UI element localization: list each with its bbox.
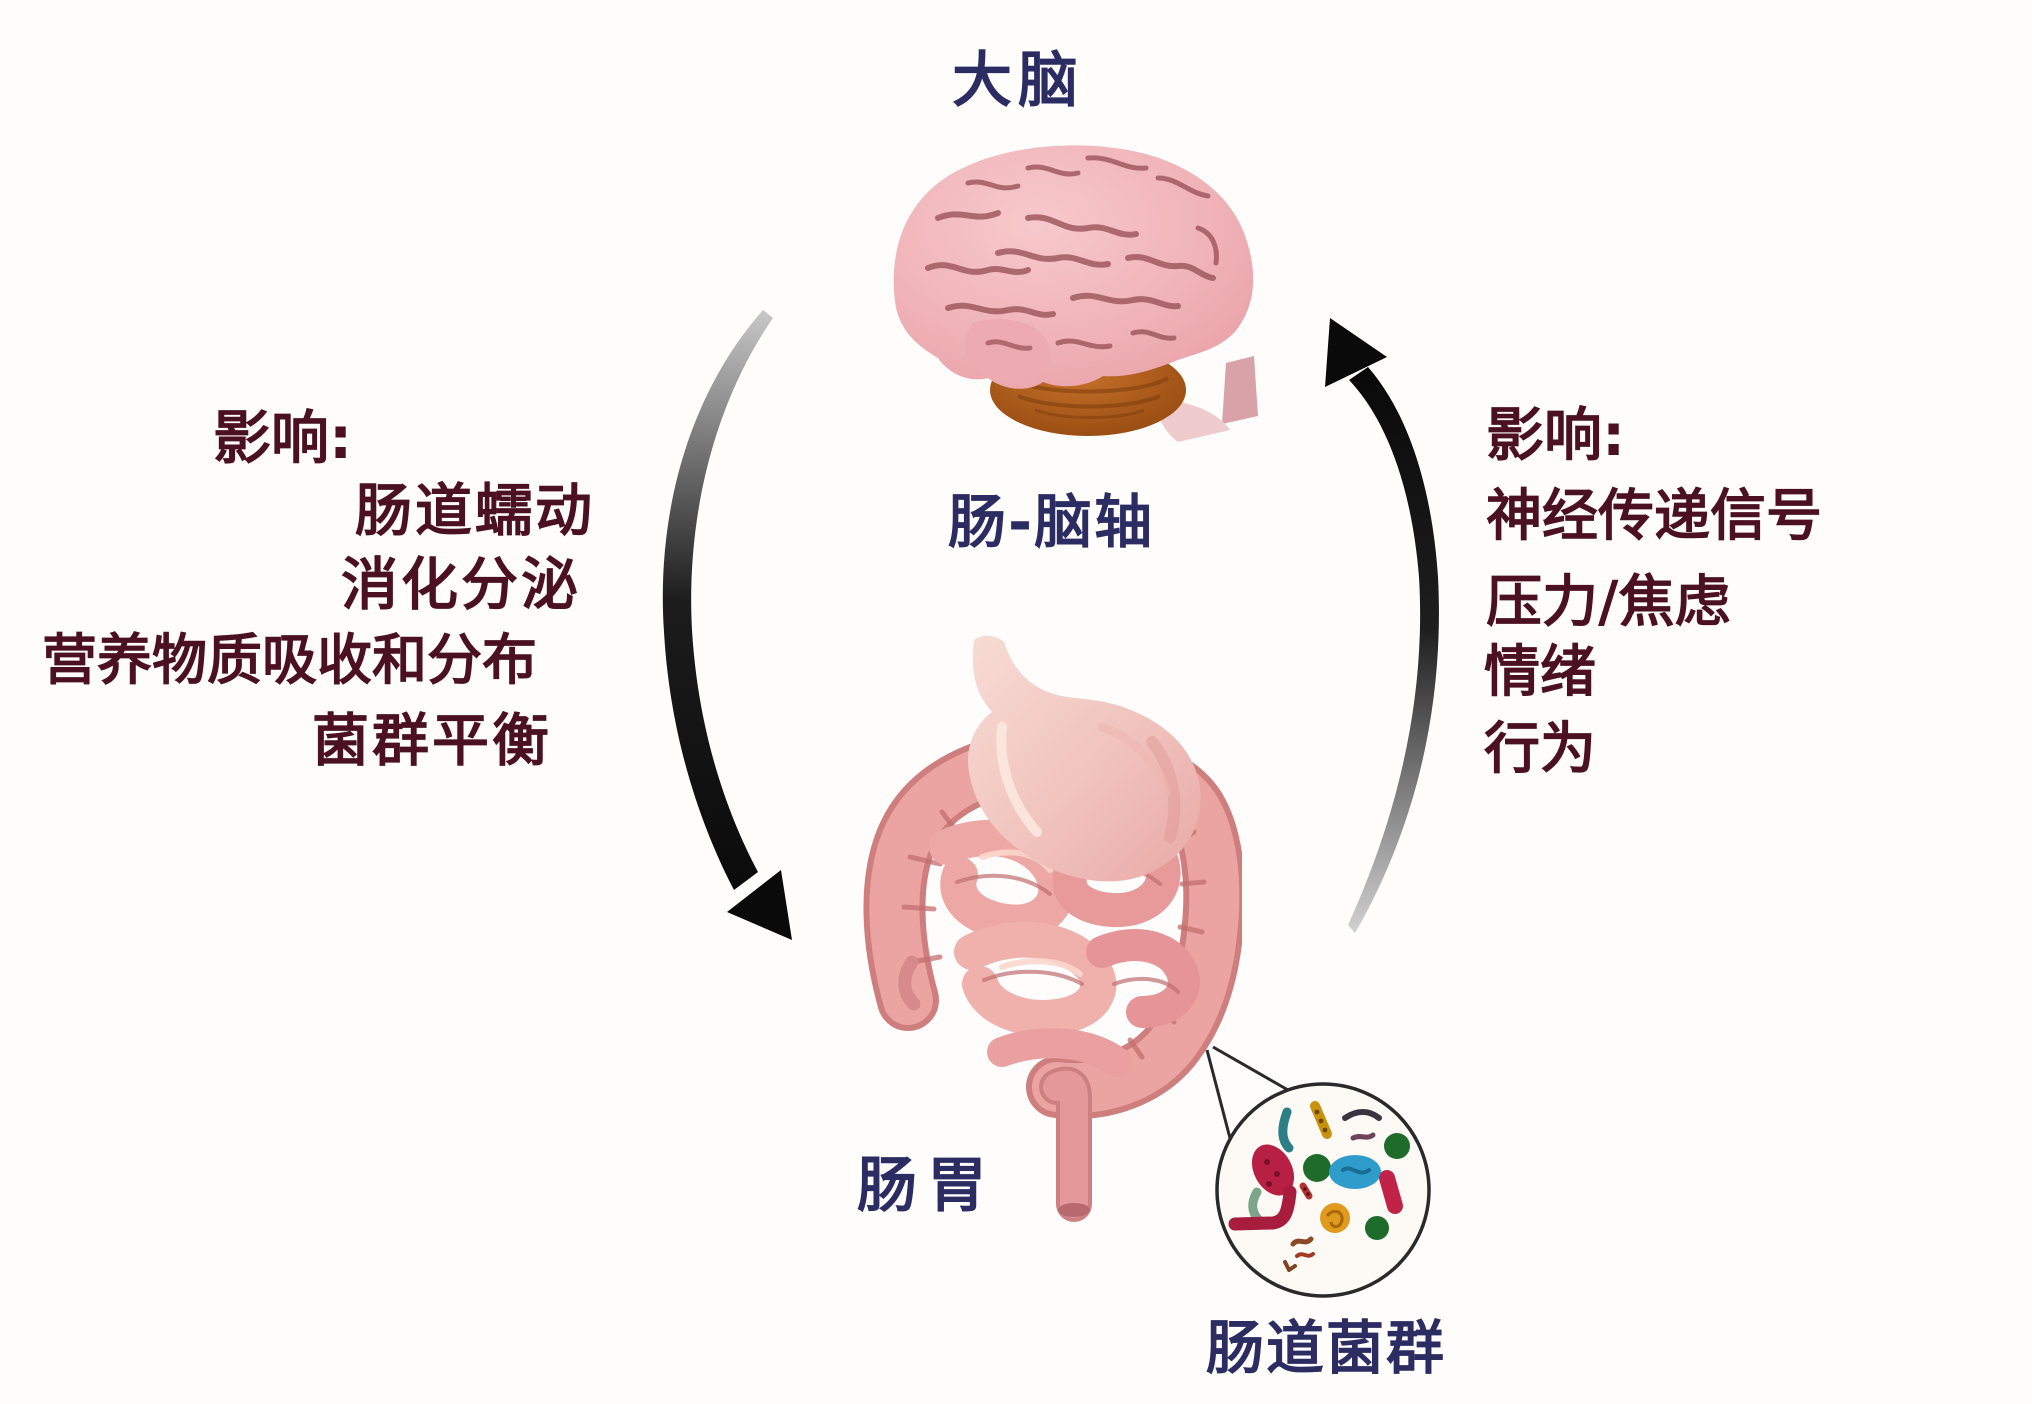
right-effect-item: 压力/焦虑 [1486,570,1731,635]
microbiota-label: 肠道菌群 [1206,1314,1447,1382]
right-effect-item: 神经传递信号 [1486,484,1822,549]
brainstem-icon [1222,356,1258,424]
right-effect-item: 情绪 [1484,640,1596,705]
microbes-circle [1215,1082,1431,1298]
arrow-gut-to-brain-icon [1325,318,1439,933]
right-effects-heading: 影响: [1486,401,1626,469]
left-effect-item: 肠道蠕动 [355,478,595,544]
gut-microbes-icon [1205,1045,1431,1298]
right-effect-item: 行为 [1484,717,1596,782]
callout-line [1212,1045,1296,1096]
callout-line [1205,1049,1233,1143]
brain-icon [893,145,1258,442]
brain-sulci [925,155,1219,350]
appendix-icon [898,955,921,1011]
gut-icon [863,635,1242,1222]
microbe-shapes [1228,1101,1410,1272]
left-effect-item: 消化分泌 [341,552,581,618]
left-effects-heading: 影响: [213,404,353,472]
arrow-brain-to-gut-icon [662,310,792,940]
left-effect-item: 营养物质吸收和分布 [42,628,538,692]
gut-brain-axis-label: 肠-脑轴 [948,488,1155,556]
left-effect-item: 菌群平衡 [312,708,552,774]
stomach-icon [968,635,1201,882]
rectum-icon [1039,1066,1092,1222]
gut-label: 肠胃 [857,1151,997,1221]
brain-label: 大脑 [952,46,1084,116]
